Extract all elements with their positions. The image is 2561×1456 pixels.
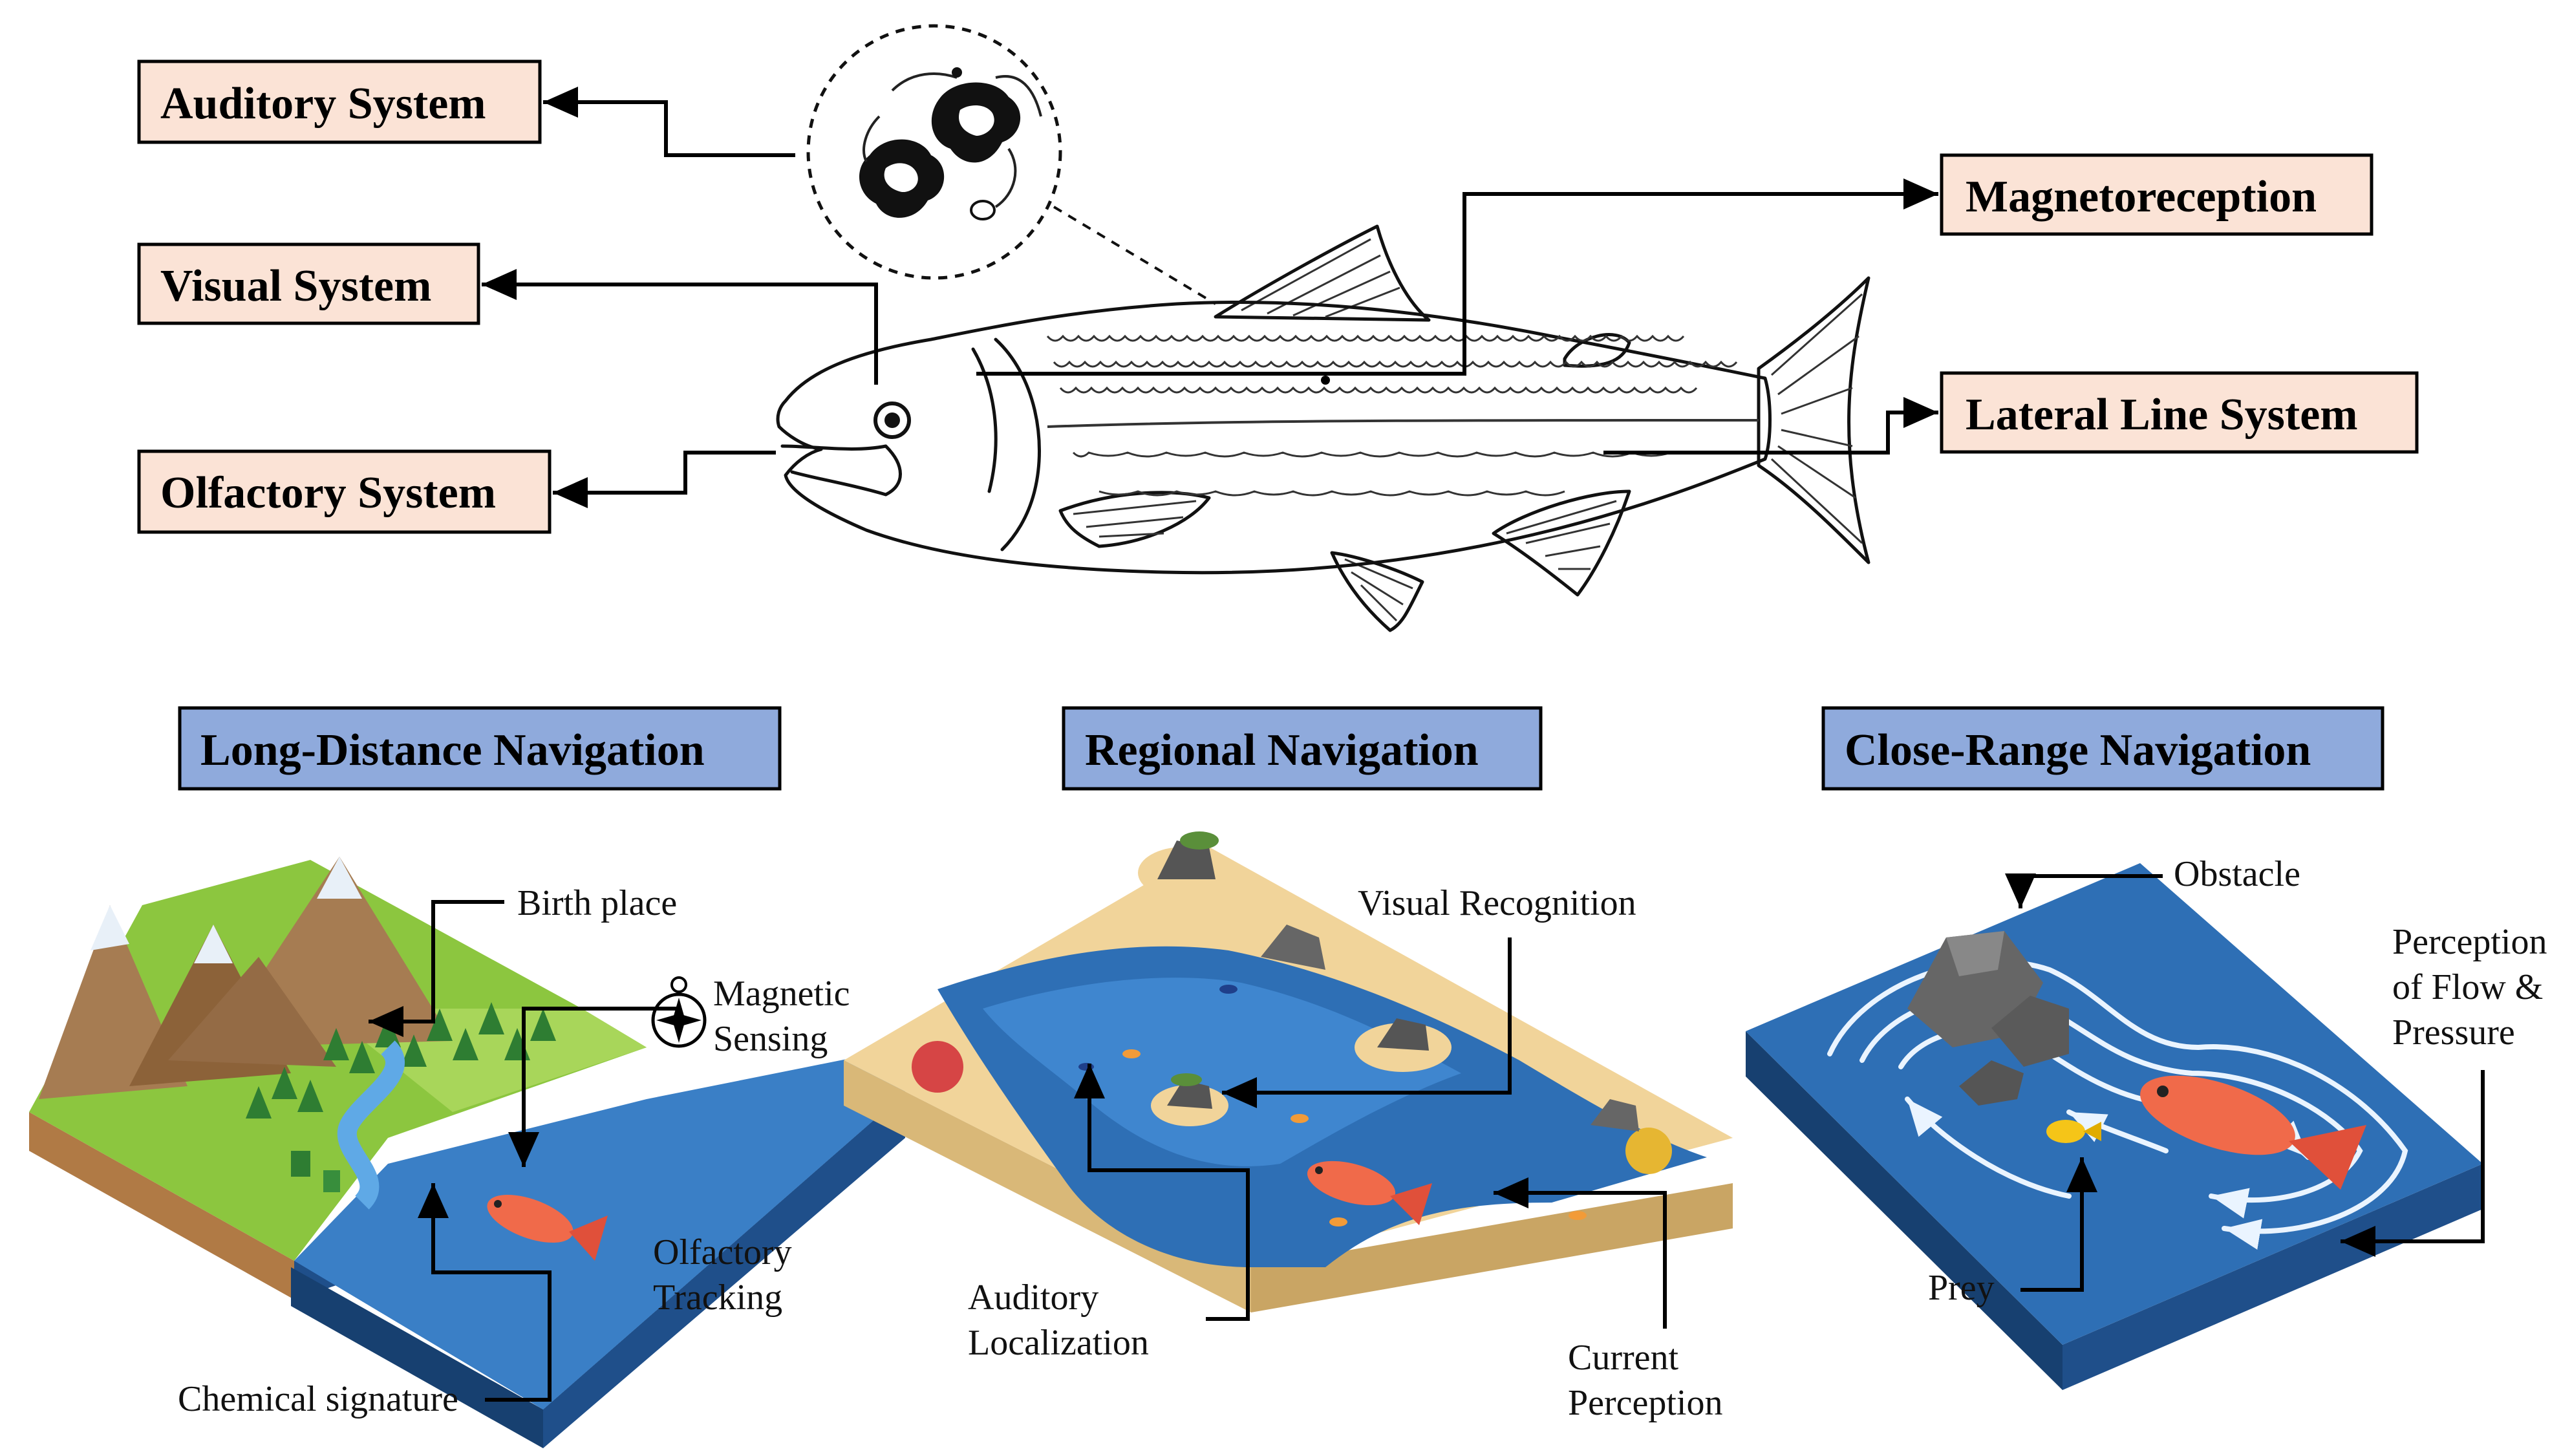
fish-scales [1046,334,1738,497]
sense-connectors [482,87,1938,508]
flow-pressure-label-3: Pressure [2392,1012,2515,1053]
olfactory-system-label: Olfactory System [160,468,496,518]
visual-system-label: Visual System [160,261,431,311]
salmon-fish-regional [1307,1161,1432,1225]
magnetic-sensing-label-1: Magnetic [713,974,850,1014]
inner-ear-inset [806,24,1217,305]
magnetic-sensing-label-2: Sensing [713,1019,828,1059]
fish-illustration [776,224,1870,632]
long-distance-scene [29,857,905,1448]
chemical-signature-label: Chemical signature [178,1379,458,1419]
current-perception-label-1: Current [1568,1338,1679,1378]
long-distance-title: Long-Distance Navigation [200,725,705,775]
olfactory-tracking-label-1: Olfactory [653,1232,792,1272]
salmon-fish-close [2140,1075,2366,1190]
olfactory-tracking-label-2: Tracking [653,1278,782,1318]
auditory-localization-label-2: Localization [968,1323,1149,1363]
regional-title-box: Regional Navigation [1062,706,1543,791]
long-distance-title-box: Long-Distance Navigation [178,706,782,791]
compass-icon [651,976,707,1048]
flow-pressure-label-1: Perception [2392,922,2547,962]
auditory-localization-label-1: Auditory [968,1278,1098,1318]
salmon-fish-long [487,1195,608,1261]
magnetoreception-label: Magnetoreception [1966,172,2317,222]
obstacle-label: Obstacle [2174,854,2300,894]
visual-system-box: Visual System [137,242,480,325]
lateral-line-system-label: Lateral Line System [1966,390,2358,440]
current-perception-label-2: Perception [1568,1383,1722,1423]
magnetoreception-box: Magnetoreception [1940,153,2373,236]
visual-recognition-label: Visual Recognition [1358,883,1636,923]
birth-place-label: Birth place [517,883,677,923]
obstacle-rocks [1907,931,2069,1106]
close-range-title: Close-Range Navigation [1845,725,2311,775]
close-range-scene [1746,863,2483,1390]
prey-label: Prey [1928,1268,1995,1308]
olfactory-system-box: Olfactory System [137,449,552,534]
flow-pressure-label-2: of Flow & [2392,967,2543,1007]
auditory-system-box: Auditory System [137,59,542,144]
regional-title: Regional Navigation [1085,725,1479,775]
close-range-title-box: Close-Range Navigation [1821,706,2384,791]
lateral-line-system-box: Lateral Line System [1940,371,2419,454]
prey-fish [2046,1120,2101,1143]
auditory-system-label: Auditory System [160,79,486,129]
